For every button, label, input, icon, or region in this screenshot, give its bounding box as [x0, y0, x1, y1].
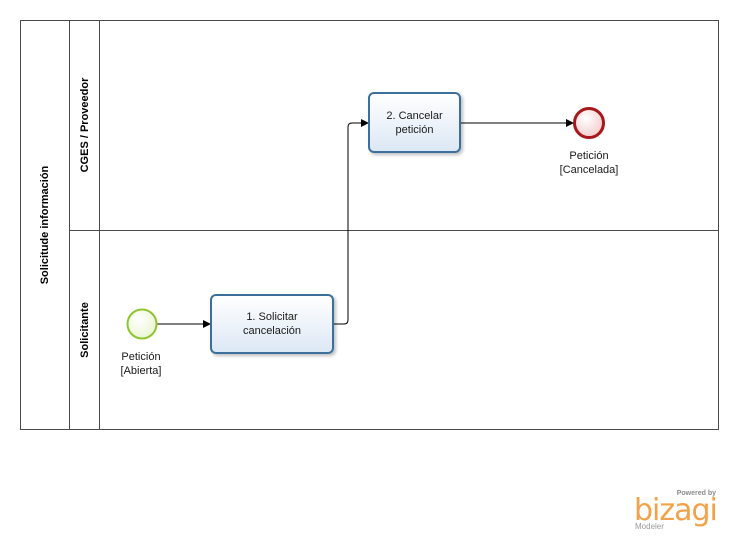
- flow-task1-to-task2: [334, 119, 369, 325]
- start-event-label: Petición [Abierta]: [120, 351, 162, 377]
- pool-header: Solicitude información: [20, 20, 70, 430]
- bizagi-logo: bizagi: [634, 493, 718, 528]
- lane-header-solicitante: Solicitante: [70, 230, 100, 430]
- powered-by-text: Powered by: [676, 490, 716, 497]
- end-event-label: Petición [Cancelada]: [559, 150, 619, 176]
- pool: [20, 20, 719, 430]
- task-cancelar-peticion[interactable]: 2. Cancelar petición: [368, 92, 461, 153]
- task-solicitar-cancelacion[interactable]: 1. Solicitar cancelación: [210, 294, 334, 354]
- modeler-text: Modeler: [635, 522, 664, 531]
- task-label: 1. Solicitar cancelación: [242, 311, 302, 337]
- start-event: [126, 308, 158, 340]
- task-label: 2. Cancelar petición: [386, 109, 443, 136]
- lane-divider: [70, 230, 719, 231]
- lane-header-cges: CGES / Proveedor: [70, 20, 100, 230]
- end-event: [573, 107, 605, 139]
